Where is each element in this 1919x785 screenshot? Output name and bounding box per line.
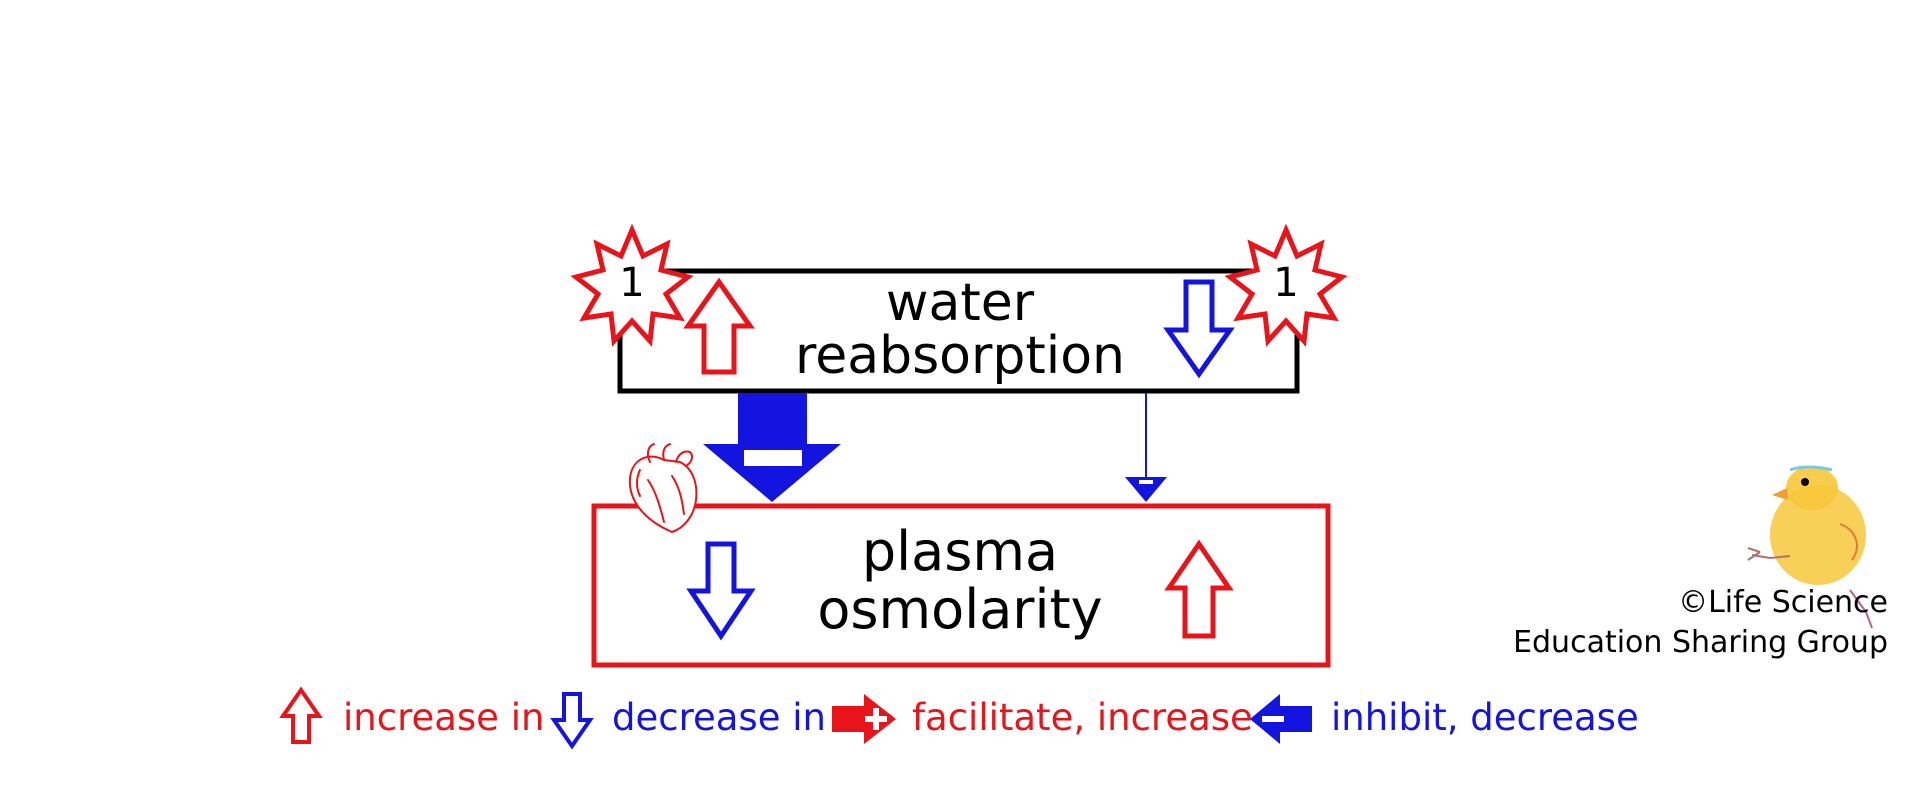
plasma-osmolarity-line2: osmolarity: [817, 578, 1102, 641]
star-badge-icon: [1224, 223, 1348, 347]
minus-icon: [744, 450, 802, 466]
legend-inhibit-arrow-icon: [1250, 694, 1312, 744]
legend-facilitate-label: facilitate, increase: [912, 696, 1253, 739]
copyright-line2: Education Sharing Group: [1513, 625, 1888, 660]
legend-facilitate-arrow-icon: [832, 694, 896, 744]
increase-arrow-icon: [683, 277, 755, 375]
legend-inhibit-label: inhibit, decrease: [1331, 696, 1639, 739]
star-badge-icon: [570, 223, 694, 347]
weak-inhibit-arrow: [1125, 393, 1167, 502]
badge-right: 1: [1224, 223, 1348, 347]
copyright-line1: ©Life Science: [1678, 585, 1888, 620]
heart-icon: [628, 443, 698, 533]
legend: increase in decrease in facilitate, incr…: [279, 686, 1639, 750]
badge-left-number: 1: [619, 260, 644, 306]
decrease-arrow-icon: [1163, 279, 1235, 379]
chick-mascot-icon: [1747, 465, 1873, 629]
increase-arrow-icon: [1164, 539, 1234, 639]
decrease-arrow-icon: [686, 541, 756, 641]
legend-decrease-label: decrease in: [612, 696, 826, 739]
water-reabsorption-line1: water: [886, 273, 1035, 333]
minus-icon: [1139, 480, 1153, 484]
legend-increase-label: increase in: [343, 696, 544, 739]
legend-increase-arrow-icon: [279, 686, 323, 744]
strong-inhibit-arrow: [703, 393, 841, 502]
badge-right-number: 1: [1273, 260, 1298, 306]
water-reabsorption-line2: reabsorption: [795, 326, 1125, 386]
badge-left: 1: [570, 223, 694, 347]
plasma-osmolarity-line1: plasma: [862, 520, 1058, 583]
legend-decrease-arrow-icon: [550, 692, 594, 750]
